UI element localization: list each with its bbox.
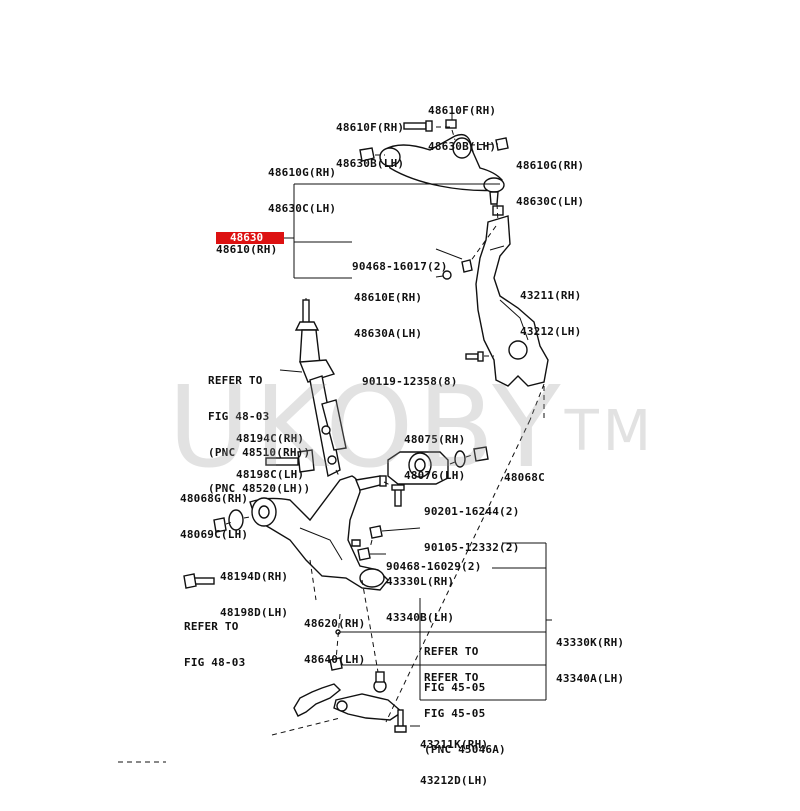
label-line: 48198D(LH) — [220, 606, 289, 619]
label-48610f-upper: 48610F(RH) 48630B(LH) — [428, 81, 496, 177]
lower-arm-rear-bushing — [387, 451, 449, 485]
label-line: 43330L(RH) — [386, 575, 455, 588]
label-line: 48194C(RH) — [236, 432, 305, 445]
label-line: 48068C — [504, 471, 545, 484]
stabilizer-nut-upper — [369, 525, 383, 539]
label-line: 48610G(RH) — [516, 159, 585, 172]
upper-arm-bolt — [403, 120, 433, 132]
upper-arm-nut-top — [445, 110, 457, 129]
label-line: REFER TO — [424, 645, 479, 658]
label-line: 43340B(LH) — [386, 611, 455, 624]
highlighted-part-number[interactable]: 48630 — [216, 232, 284, 244]
bushing-washer — [454, 450, 466, 468]
label-48610: 48610(RH) — [216, 220, 277, 280]
label-48194d: 48194D(RH) 48198D(LH) — [220, 547, 288, 643]
label-48610f-left: 48610F(RH) 48630B(LH) — [336, 98, 404, 194]
lower-ball-joint-nut — [329, 657, 343, 671]
label-line: 90468-16029(2) — [386, 560, 482, 573]
knuckle-bolt — [465, 351, 484, 362]
label-line: 48630A(LH) — [354, 327, 423, 340]
label-line: 48198C(LH) — [236, 468, 305, 481]
label-line: (PNC 45046A) — [424, 743, 506, 756]
lower-strut-nut — [213, 517, 227, 533]
label-refer-fig-48-03-lower: REFER TO FIG 48-03 — [184, 597, 245, 693]
label-line: 48630C(LH) — [268, 202, 337, 215]
label-48620: 48620(RH) 48640(LH) — [304, 594, 365, 690]
label-line: FIG 48-03 — [184, 656, 246, 669]
label-line: 48610(RH) — [216, 243, 278, 256]
label-line: 43330K(RH) — [556, 636, 625, 649]
label-line: 48620(RH) — [304, 617, 366, 630]
label-43330l: 43330L(RH) 43340B(LH) — [386, 552, 454, 648]
label-line: 43211K(RH) — [420, 738, 489, 751]
label-90119-12358: 90119-12358(8) — [362, 352, 458, 412]
label-refer-fig-45-05-upper: REFER TO FIG 45-05 — [424, 622, 485, 718]
label-48610g-left: 48610G(RH) 48630C(LH) — [268, 143, 336, 239]
lower-arm-stud — [355, 475, 387, 491]
label-line: 48068G(RH) — [180, 492, 249, 505]
label-43211: 43211(RH) 43212(LH) — [520, 266, 581, 362]
stabilizer-nut-lower — [351, 539, 371, 561]
label-line: 48610F(RH) — [336, 121, 405, 134]
label-90468-16029: 90468-16029(2) — [386, 537, 482, 597]
label-line: REFER TO — [184, 620, 239, 633]
label-line: 43212(LH) — [520, 325, 582, 338]
label-line: 48610E(RH) — [354, 291, 423, 304]
label-line: 48075(RH) — [404, 433, 466, 446]
knuckle-upper-nut — [442, 259, 473, 280]
label-90468-16017: 90468-16017(2) — [352, 237, 448, 297]
label-48610e: 48610E(RH) 48630A(LH) — [354, 268, 422, 364]
label-line: 48194D(RH) — [220, 570, 289, 583]
label-line: FIG 45-05 — [424, 707, 486, 720]
label-line: 48640(LH) — [304, 653, 366, 666]
shock-absorber-strut — [294, 298, 347, 478]
label-line: 48630B(LH) — [428, 140, 497, 153]
lower-strut-bolt — [265, 449, 315, 473]
label-48068c: 48068C — [504, 448, 545, 508]
label-line: 90119-12358(8) — [362, 375, 458, 388]
label-48068g: 48068G(RH) 48069C(LH) — [180, 469, 248, 565]
label-90201-90105: 90201-16244(2) 90105-12332(2) — [424, 482, 520, 578]
label-line: 48076(LH) — [404, 469, 466, 482]
label-line: 48630B(LH) — [336, 157, 405, 170]
steering-knuckle — [475, 215, 549, 387]
upper-arm-nut-right — [495, 137, 509, 151]
label-line: 43212D(LH) — [420, 774, 489, 787]
label-48075: 48075(RH) 48076(LH) — [404, 410, 465, 506]
bushing-nut — [473, 446, 489, 462]
label-43211k: 43211K(RH) 43212D(LH) — [420, 715, 488, 811]
label-48194c: 48194C(RH) 48198C(LH) — [236, 409, 304, 505]
label-line: 43211(RH) — [520, 289, 582, 302]
lower-arm-bolt — [183, 573, 215, 589]
label-line: 90201-16244(2) — [424, 505, 520, 518]
label-line: 48610F(RH) — [428, 104, 497, 117]
label-refer-fig-48-03-strut: REFER TO FIG 48-03 (PNC 48510(RH)) (PNC … — [208, 351, 310, 519]
label-line: FIG 48-03 — [208, 410, 270, 423]
label-43330k: 43330K(RH) 43340A(LH) — [556, 613, 624, 709]
lower-arm-bushing-left — [228, 509, 244, 531]
label-line: 48069C(LH) — [180, 528, 249, 541]
label-refer-fig-45-05-lower: REFER TO FIG 45-05 (PNC 45046A) — [424, 648, 506, 780]
tie-rod-end — [293, 683, 342, 717]
upper-arm-nut-left — [359, 147, 375, 162]
label-line: 90468-16017(2) — [352, 260, 448, 273]
label-line: 48630C(LH) — [516, 195, 585, 208]
label-line: 43340A(LH) — [556, 672, 625, 685]
label-line: (PNC 48510(RH)) — [208, 446, 311, 459]
label-48610g-right: 48610G(RH) 48630C(LH) — [516, 136, 584, 232]
label-line: REFER TO — [424, 671, 479, 684]
label-line: 48610G(RH) — [268, 166, 337, 179]
label-line: FIG 45-05 — [424, 681, 486, 694]
lower-ball-joint — [333, 671, 404, 721]
label-line: (PNC 48520(LH)) — [208, 482, 311, 495]
label-line: REFER TO — [208, 374, 263, 387]
ball-joint-bolt — [394, 709, 407, 733]
bushing-bolt — [391, 484, 405, 507]
label-line: 90105-12332(2) — [424, 541, 520, 554]
